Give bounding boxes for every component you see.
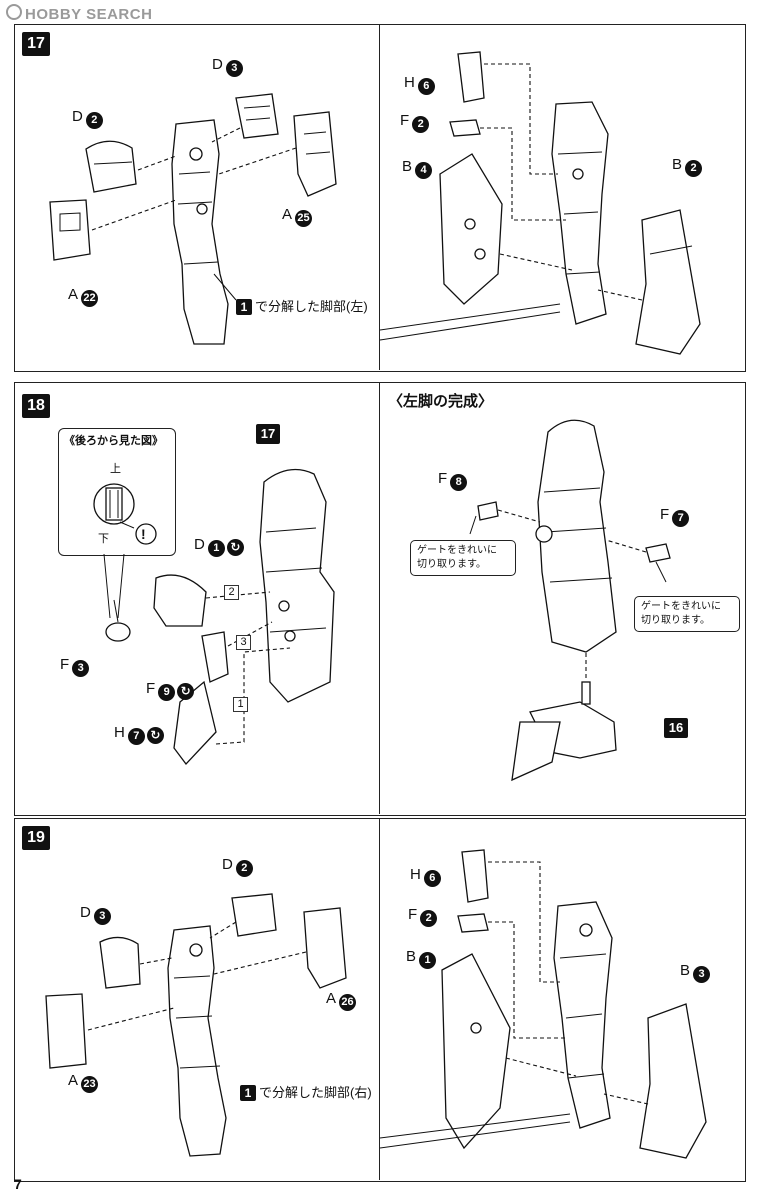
- step-18-right-drawing: [469, 419, 671, 782]
- ref-step-16: 16: [664, 718, 688, 738]
- step-18-number: 18: [22, 394, 50, 418]
- step-17-left-drawing: [49, 93, 337, 345]
- page-number: 7: [14, 1176, 22, 1192]
- back-view-up-label: 上: [110, 463, 121, 475]
- order-2: 2: [224, 585, 239, 600]
- back-view-down-label: 下: [98, 533, 109, 545]
- back-view-title: 《後ろから見た図》: [64, 435, 163, 447]
- step-19-divider: [379, 818, 380, 1180]
- step-17-divider: [379, 24, 380, 370]
- step-19-right-drawing: [379, 849, 707, 1159]
- order-3: 3: [236, 635, 251, 650]
- ref-step-17: 17: [256, 424, 280, 444]
- step-19-panel: [14, 818, 746, 1182]
- watermark: HOBBY SEARCH: [6, 4, 152, 23]
- gate-cut-note-2: ゲートをきれいに 切り取ります。: [634, 596, 740, 632]
- back-view-drawing: [93, 483, 157, 619]
- watermark-text: HOBBY SEARCH: [25, 6, 153, 23]
- order-1: 1: [233, 697, 248, 712]
- watermark-logo-icon: [6, 4, 22, 20]
- step-17-number: 17: [22, 32, 50, 56]
- warning-icon: !: [141, 526, 146, 542]
- step-19-left-drawing: [45, 893, 347, 1157]
- left-leg-complete-title: 〈左脚の完成〉: [388, 393, 494, 410]
- step-17-panel: [14, 24, 746, 372]
- step-17-right-drawing: [379, 51, 701, 355]
- step-18-left-drawing: [105, 468, 335, 766]
- gate-cut-note-1: ゲートをきれいに 切り取ります。: [410, 540, 516, 576]
- step-19-number: 19: [22, 826, 50, 850]
- step-18-divider: [379, 382, 380, 814]
